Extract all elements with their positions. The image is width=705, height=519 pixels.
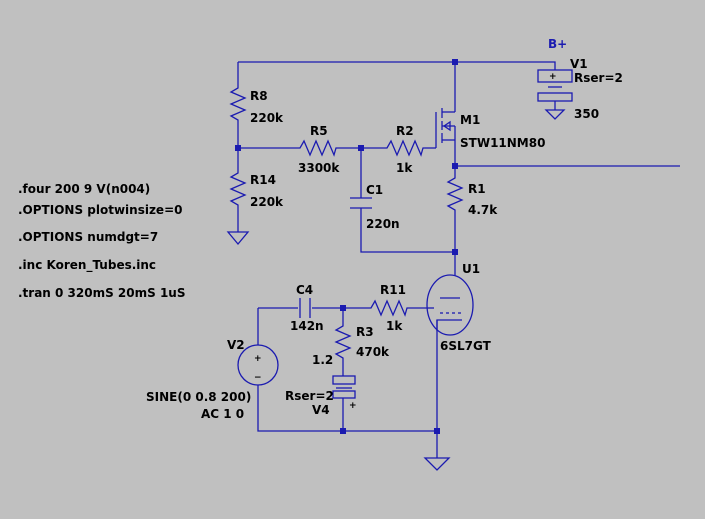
u1-ref: U1 bbox=[462, 262, 480, 276]
net-label-bplus: B+ bbox=[548, 37, 567, 51]
signal-source-v2 bbox=[237, 344, 279, 386]
directive-tran[interactable]: .tran 0 320mS 20mS 1uS bbox=[18, 286, 186, 300]
directive-include[interactable]: .inc Koren_Tubes.inc bbox=[18, 258, 156, 273]
r2-value: 1k bbox=[396, 161, 413, 175]
v4-ref: V4 bbox=[312, 403, 330, 417]
resistor-r3 bbox=[334, 320, 352, 363]
directive-options-numdgt[interactable]: .OPTIONS numdgt=7 bbox=[18, 230, 158, 244]
v2-minus-sign: − bbox=[254, 373, 262, 383]
v2-value-ac: AC 1 0 bbox=[201, 407, 244, 421]
u1-value: 6SL7GT bbox=[440, 339, 492, 353]
c4-ref: C4 bbox=[296, 283, 313, 297]
r5-ref: R5 bbox=[310, 124, 328, 138]
r11-ref: R11 bbox=[380, 283, 406, 297]
resistor-r5 bbox=[295, 139, 340, 157]
directive-options-plotwinsize[interactable]: .OPTIONS plotwinsize=0 bbox=[18, 203, 182, 217]
r14-ref: R14 bbox=[250, 173, 276, 187]
v1-ref: V1 bbox=[570, 57, 588, 71]
r1-value: 4.7k bbox=[468, 203, 498, 217]
capacitor-c1 bbox=[350, 197, 372, 209]
v2-plus-sign: + bbox=[254, 354, 262, 364]
v4-value: 1.2 bbox=[312, 353, 333, 367]
r3-value: 470k bbox=[356, 345, 390, 359]
v4-param: Rser=2 bbox=[285, 389, 334, 403]
voltage-source-v4 bbox=[332, 375, 356, 399]
r8-ref: R8 bbox=[250, 89, 268, 103]
v4-plus-sign: + bbox=[349, 401, 357, 411]
v2-value-sine: SINE(0 0.8 200) bbox=[146, 390, 251, 404]
r2-ref: R2 bbox=[396, 124, 414, 138]
m1-value: STW11NM80 bbox=[460, 136, 545, 150]
capacitor-c4 bbox=[299, 298, 311, 318]
c4-value: 142n bbox=[290, 319, 324, 333]
v1-value: 350 bbox=[574, 107, 599, 121]
v2-ref: V2 bbox=[227, 338, 245, 352]
resistor-r2 bbox=[382, 139, 425, 157]
resistor-r14 bbox=[229, 167, 247, 210]
r3-ref: R3 bbox=[356, 325, 374, 339]
resistor-r8 bbox=[229, 82, 247, 125]
r5-value: 3300k bbox=[298, 161, 340, 175]
ground-r14 bbox=[226, 231, 250, 246]
spice-directives: .four 200 9 V(n004) .OPTIONS plotwinsize… bbox=[18, 182, 186, 300]
r14-value: 220k bbox=[250, 195, 284, 209]
directive-four[interactable]: .four 200 9 V(n004) bbox=[18, 182, 150, 196]
junctions bbox=[235, 59, 458, 434]
resistor-r1 bbox=[446, 172, 464, 220]
c1-value: 220n bbox=[366, 217, 400, 231]
voltage-source-v1 bbox=[537, 69, 573, 120]
mosfet-m1 bbox=[435, 108, 456, 148]
triode-u1 bbox=[426, 274, 474, 336]
r1-ref: R1 bbox=[468, 182, 486, 196]
resistor-r11 bbox=[366, 299, 410, 317]
r11-value: 1k bbox=[386, 319, 403, 333]
v1-plus-sign: + bbox=[549, 72, 557, 82]
ground-cathode bbox=[423, 457, 451, 471]
v1-param: Rser=2 bbox=[574, 71, 623, 85]
c1-ref: C1 bbox=[366, 183, 383, 197]
r8-value: 220k bbox=[250, 111, 284, 125]
m1-ref: M1 bbox=[460, 113, 480, 127]
